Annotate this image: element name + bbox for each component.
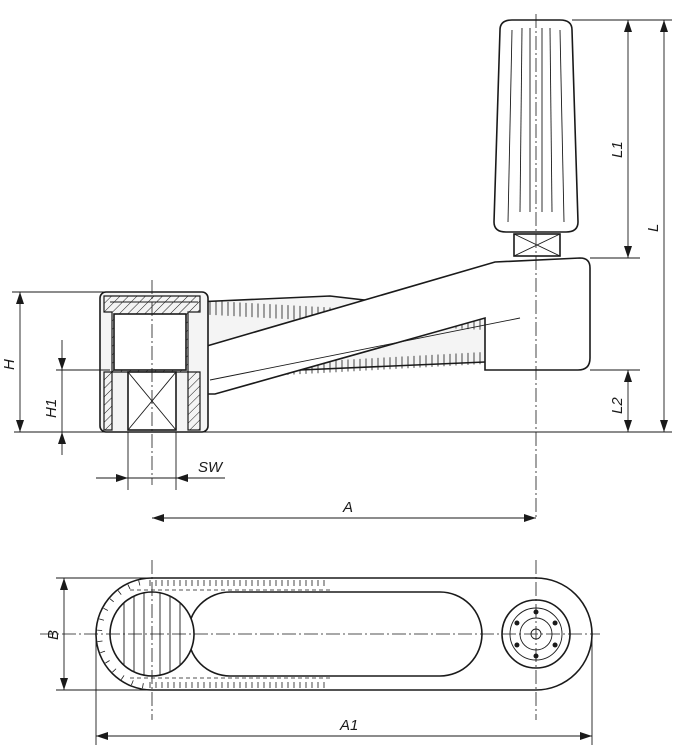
dimension-H: H (1, 291, 104, 432)
label-B: B (45, 630, 62, 640)
label-SW: SW (198, 459, 224, 476)
arm-inner-edge (209, 317, 521, 381)
handle-dot (552, 620, 558, 626)
dimension-L1: L1 (572, 19, 640, 259)
label-A1: A1 (339, 717, 358, 734)
top-view: B A1 (40, 560, 600, 745)
label-H: H (1, 359, 18, 370)
dimension-B: B (45, 577, 152, 691)
label-H1: H1 (43, 399, 60, 418)
handle-dot (552, 642, 558, 648)
label-L2: L2 (609, 397, 626, 414)
dimension-L2: L2 (590, 369, 640, 432)
hub-section (99, 291, 209, 433)
dimension-H1: H1 (43, 340, 110, 455)
label-A: A (342, 499, 353, 516)
dimension-A: A (152, 499, 536, 522)
dimension-A1: A1 (95, 640, 593, 745)
label-L1: L1 (609, 141, 626, 158)
crank-arm (199, 257, 591, 395)
dimension-SW: SW (96, 432, 225, 490)
side-view: H H1 SW A (1, 14, 672, 522)
dimension-L: L (640, 19, 672, 432)
handle-dot (514, 620, 520, 626)
handle-dot (514, 642, 520, 648)
label-L: L (645, 224, 662, 232)
